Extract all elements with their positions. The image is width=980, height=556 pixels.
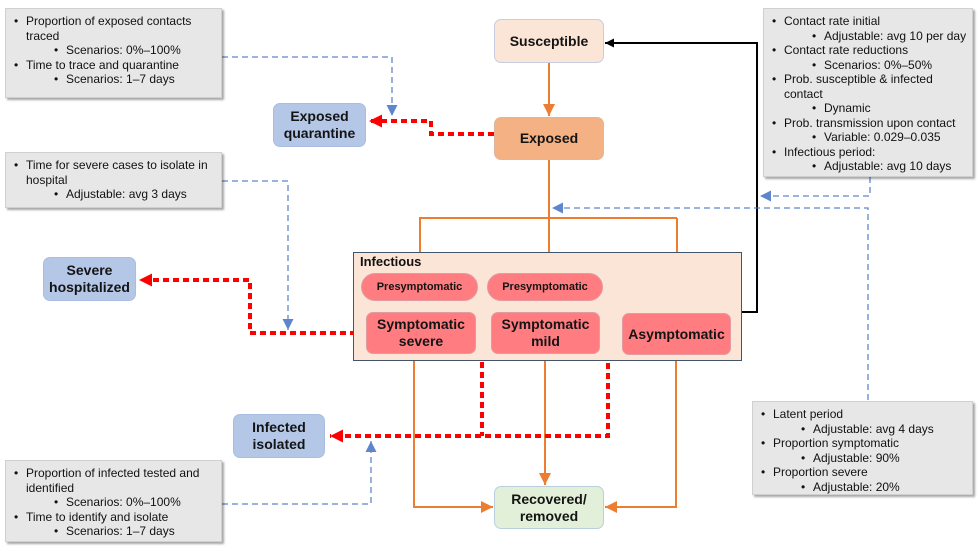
node-infected-isolated-label: Infected isolated: [252, 419, 306, 452]
param-detail: Variable: 0.029–0.035: [770, 130, 968, 145]
node-asymptomatic[interactable]: Asymptomatic: [622, 313, 731, 355]
node-exposed-label: Exposed: [519, 130, 579, 146]
node-symptomatic-mild[interactable]: Symptomatic mild: [491, 312, 600, 354]
param-detail: Adjustable: 20%: [759, 480, 968, 495]
node-presymptomatic-mild[interactable]: Presymptomatic: [487, 273, 603, 301]
param-detail: Scenarios: 0%–100%: [12, 495, 217, 510]
node-exposed[interactable]: Exposed: [494, 117, 604, 160]
node-exposed-quarantine[interactable]: Exposed quarantine: [273, 103, 366, 147]
node-recovered-label: Recovered/ removed: [511, 490, 587, 524]
edge-asymptomatic-to-recovered: [605, 355, 677, 513]
node-severe-hospitalized[interactable]: Severe hospitalized: [43, 257, 136, 301]
param-detail: Scenarios: 1–7 days: [12, 524, 217, 539]
edge-severe-to-hospitalized: [139, 273, 366, 335]
link-hospital-params: [222, 180, 294, 330]
link-progression-params: [552, 202, 869, 400]
node-presymptomatic-severe[interactable]: Presymptomatic: [361, 273, 478, 301]
node-susceptible[interactable]: Susceptible: [494, 19, 604, 63]
param-detail: Dynamic: [770, 101, 968, 116]
param-detail: Adjustable: avg 10 days: [770, 159, 968, 174]
param-box-disease-progression: Latent period Adjustable: avg 4 days Pro…: [752, 401, 973, 495]
param-item: Prob. susceptible & infected contact: [770, 72, 968, 101]
param-detail: Adjustable: avg 10 per day: [770, 29, 968, 44]
edge-infectious-to-susceptible-feedback: [605, 38, 758, 313]
node-recovered[interactable]: Recovered/ removed: [494, 486, 604, 529]
param-box-transmission: Contact rate initial Adjustable: avg 10 …: [763, 8, 973, 177]
param-item: Contact rate reductions: [770, 43, 968, 58]
param-item: Contact rate initial: [770, 14, 968, 29]
link-testing-params: [222, 441, 377, 505]
node-exposed-quarantine-label: Exposed quarantine: [283, 108, 356, 141]
param-detail: Scenarios: 0%–50%: [770, 58, 968, 73]
param-detail: Scenarios: 1–7 days: [12, 72, 217, 87]
param-detail: Scenarios: 0%–100%: [12, 43, 217, 58]
edge-asymptomatic-to-isolated: [330, 325, 622, 443]
edge-exposed-to-quarantine: [369, 114, 494, 136]
node-presymptomatic-mild-label: Presymptomatic: [502, 280, 588, 293]
param-box-testing-isolation: Proportion of infected tested and identi…: [5, 460, 222, 542]
param-item: Time to identify and isolate: [12, 510, 217, 525]
node-symptomatic-severe-label: Symptomatic severe: [377, 316, 465, 349]
param-detail: Adjustable: 90%: [759, 451, 968, 466]
param-detail: Adjustable: avg 4 days: [759, 422, 968, 437]
edge-severe-to-recovered: [413, 354, 493, 513]
link-tracing-params: [222, 56, 398, 116]
node-symptomatic-severe[interactable]: Symptomatic severe: [366, 312, 476, 354]
node-severe-hospitalized-label: Severe hospitalized: [49, 262, 130, 295]
param-box-hospital-isolation: Time for severe cases to isolate in hosp…: [5, 152, 222, 208]
param-item: Proportion severe: [759, 465, 968, 480]
param-item: Time to trace and quarantine: [12, 58, 217, 73]
param-item: Proportion of exposed contacts traced: [12, 14, 217, 43]
param-item: Proportion symptomatic: [759, 436, 968, 451]
node-presymptomatic-severe-label: Presymptomatic: [376, 280, 463, 293]
link-transmission-params: [760, 177, 871, 202]
infectious-group-label: Infectious: [360, 254, 422, 269]
param-item: Time for severe cases to isolate in hosp…: [12, 158, 217, 187]
node-infected-isolated[interactable]: Infected isolated: [233, 414, 325, 458]
param-detail: Adjustable: avg 3 days: [12, 187, 217, 202]
param-item: Proportion of infected tested and identi…: [12, 466, 217, 495]
param-item: Infectious period:: [770, 145, 968, 160]
node-symptomatic-mild-label: Symptomatic mild: [501, 316, 590, 349]
param-item: Prob. transmission upon contact: [770, 116, 968, 131]
param-box-contact-tracing: Proportion of exposed contacts traced Sc…: [5, 8, 222, 98]
node-susceptible-label: Susceptible: [509, 32, 589, 49]
node-asymptomatic-label: Asymptomatic: [628, 325, 725, 342]
param-item: Latent period: [759, 407, 968, 422]
